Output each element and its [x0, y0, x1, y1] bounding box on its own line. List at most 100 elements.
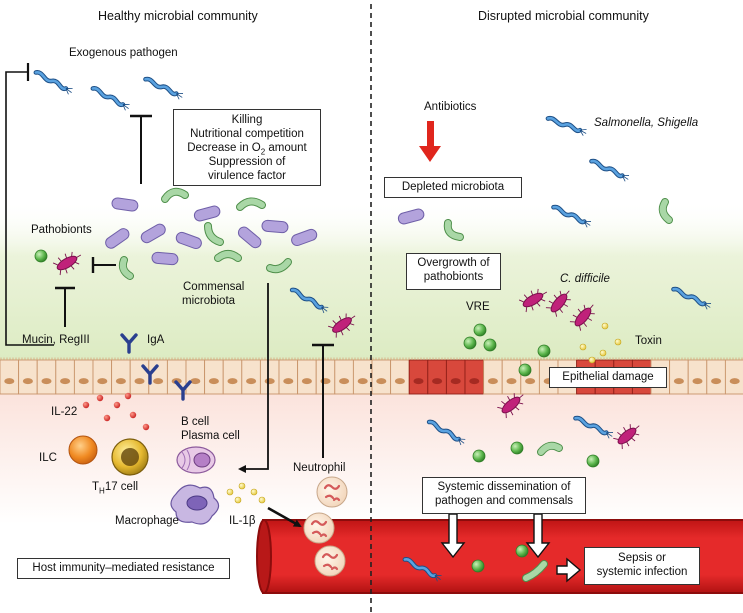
sepsis-line2: systemic infection — [596, 565, 688, 578]
epithelial-nucleus — [506, 378, 517, 385]
damaged-epithelial-cell — [464, 359, 485, 395]
epithelial-cell — [483, 359, 503, 395]
epithelial-cell — [204, 359, 224, 395]
epithelial-cell — [0, 359, 20, 395]
epithelial-nucleus — [525, 378, 536, 385]
epithelial-nucleus — [208, 378, 219, 385]
epithelial-cell — [687, 359, 708, 395]
damaged-epithelial-cell — [445, 359, 466, 395]
plasma-cell — [176, 446, 216, 474]
label-th17-cell: TH17 cell — [92, 481, 139, 496]
epithelial-nucleus — [153, 378, 164, 385]
epithelial-nucleus — [134, 378, 145, 385]
systemic-line1: Systemic dissemination of — [437, 481, 571, 493]
epithelial-nucleus — [246, 378, 257, 385]
label-antibiotics: Antibiotics — [424, 101, 477, 113]
epithelium — [0, 357, 743, 395]
bacteria-in-bloodstream — [403, 544, 548, 582]
label-commensal: Commensal — [183, 281, 245, 293]
overgrowth-line2: pathobionts — [423, 270, 484, 283]
mechanism-o2-decrease: Decrease in O2 amount — [187, 141, 307, 156]
epithelial-cell — [55, 359, 75, 395]
th17-cell — [111, 438, 149, 476]
epithelial-nucleus — [729, 378, 740, 385]
header-healthy: Healthy microbial community — [98, 9, 258, 23]
epithelial-nucleus — [339, 378, 350, 385]
depleted-microbiota-bacteria — [397, 208, 464, 241]
antibiotics-arrow — [419, 121, 441, 162]
epithelial-nucleus — [487, 378, 498, 385]
epithelial-cell — [111, 359, 131, 395]
epithelial-cell — [129, 359, 150, 395]
epithelial-cell — [706, 359, 726, 395]
epithelial-nucleus — [190, 378, 201, 385]
epithelial-cell — [724, 359, 743, 395]
il22-cytokines — [82, 392, 150, 431]
neutrophils — [303, 476, 348, 577]
epithelial-cell — [390, 359, 410, 395]
label-mucin-regiii: Mucin, RegIII — [22, 334, 90, 346]
epithelial-nucleus — [432, 378, 443, 385]
mechanism-nutritional-competition: Nutritional competition — [190, 127, 304, 140]
epithelial-nucleus — [227, 378, 238, 385]
microvilli — [0, 357, 743, 360]
epithelial-cell — [92, 359, 113, 395]
mechanisms-box: Killing Nutritional competition Decrease… — [173, 109, 321, 186]
epithelial-nucleus — [115, 378, 126, 385]
inhibition-neutrophil — [312, 343, 334, 458]
mechanism-killing: Killing — [231, 114, 263, 126]
sepsis-box: Sepsis or systemic infection — [584, 547, 700, 585]
header-disrupted: Disrupted microbial community — [478, 9, 649, 23]
inhibition-commensal-pathobiont — [91, 257, 116, 273]
vre-bacteria — [463, 323, 551, 377]
epithelial-cell — [222, 359, 243, 395]
epithelial-cell — [315, 359, 336, 395]
label-neutrophil: Neutrophil — [293, 462, 346, 474]
epithelial-cell — [241, 359, 261, 395]
epithelial-nucleus — [4, 378, 15, 385]
iga-antibodies — [120, 333, 192, 401]
epithelial-nucleus — [394, 378, 405, 385]
depleted-microbiota-box: Depleted microbiota — [384, 177, 522, 198]
commensal-microbiota — [105, 187, 318, 280]
overgrowth-box: Overgrowth of pathobionts — [406, 253, 501, 290]
epithelial-nucleus — [413, 378, 424, 385]
epithelial-cell — [278, 359, 299, 395]
inhibition-line-killing — [130, 114, 152, 184]
epithelial-nucleus — [60, 378, 71, 385]
label-iga: IgA — [147, 334, 165, 346]
epithelial-cell — [259, 359, 280, 395]
systemic-line2: pathogen and commensals — [434, 494, 574, 507]
label-ilc: ILC — [39, 452, 57, 464]
systemic-dissemination-arrows — [440, 513, 582, 583]
label-pathobionts: Pathobionts — [31, 224, 92, 236]
macrophage-cell — [170, 484, 220, 525]
epithelial-nucleus — [283, 378, 294, 385]
epithelial-cell — [501, 359, 522, 395]
mucus-layer — [0, 200, 743, 360]
epithelial-nucleus — [22, 378, 33, 385]
epithelial-cell — [371, 359, 392, 395]
epithelial-nucleus — [264, 378, 275, 385]
epithelial-nucleus — [692, 378, 703, 385]
epithelial-damage-text: Epithelial damage — [562, 371, 654, 383]
label-c-difficile: C. difficile — [560, 273, 610, 285]
label-il1b: IL-1β — [229, 515, 256, 527]
epithelial-cell — [185, 359, 206, 395]
epithelial-cell — [334, 359, 354, 395]
epithelial-nucleus — [450, 378, 461, 385]
label-microbiota: microbiota — [182, 295, 236, 307]
epithelial-nucleus — [97, 378, 108, 385]
il1b-cytokines — [226, 482, 266, 504]
ilc-cell — [68, 435, 98, 465]
arrow-il1b-to-vessel — [267, 506, 302, 528]
depleted-microbiota-text: Depleted microbiota — [401, 181, 505, 193]
epithelial-cell — [352, 359, 373, 395]
epithelial-damage-box: Epithelial damage — [549, 367, 667, 388]
label-exogenous-pathogen: Exogenous pathogen — [69, 47, 178, 59]
epithelial-cell — [18, 359, 38, 395]
epithelial-cell — [297, 359, 317, 395]
arrow-commensal-to-bcell — [238, 283, 269, 473]
epithelial-nucleus — [78, 378, 89, 385]
